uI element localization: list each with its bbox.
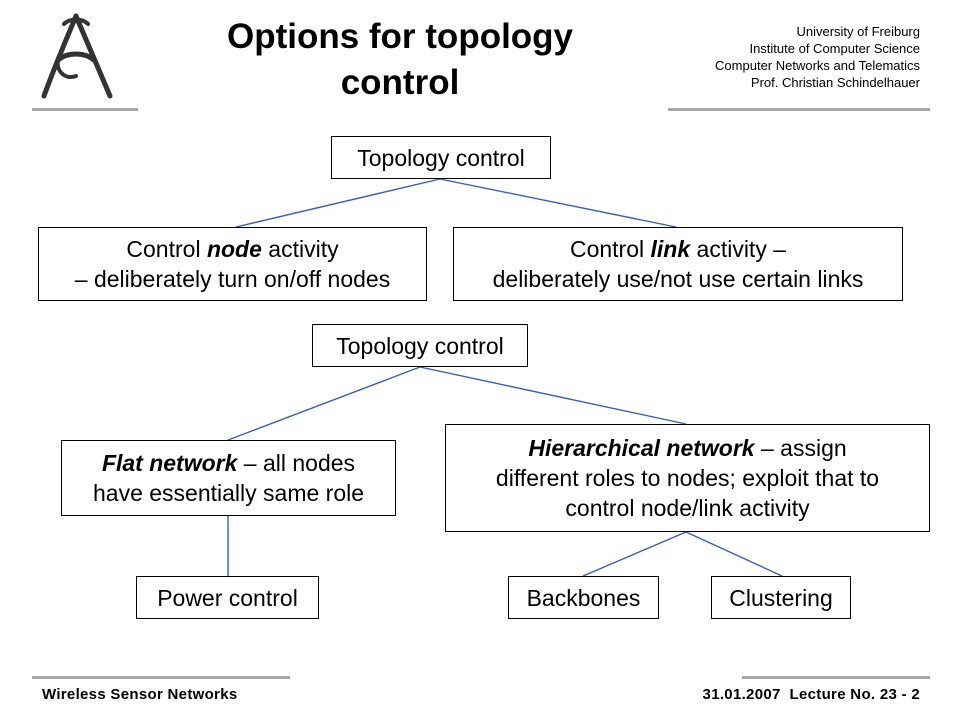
box-line-2: have essentially same role — [92, 480, 365, 506]
box-line-1: Flat network – all nodes — [101, 450, 356, 476]
institution-line: Computer Networks and Telematics — [715, 58, 920, 73]
footer-course: Wireless Sensor Networks — [42, 686, 238, 703]
box-label: Power control — [157, 584, 298, 611]
footer-rule-right — [742, 676, 930, 679]
institution-line: Institute of Computer Science — [749, 41, 920, 56]
topology-control-box-1: Topology control — [331, 136, 551, 179]
university-seal-icon — [41, 13, 113, 99]
control-node-activity-box: Control node activity – deliberately tur… — [38, 227, 427, 301]
edge-root1-node — [235, 178, 441, 228]
slide-title: Options for topology control — [190, 14, 610, 106]
box-label: Topology control — [357, 144, 525, 171]
box-line-1: Hierarchical network – assign — [528, 435, 847, 461]
header-rule-right — [668, 108, 930, 111]
footer-rule-left — [32, 676, 290, 679]
institution-line: Prof. Christian Schindelhauer — [750, 75, 920, 90]
topology-control-box-2: Topology control — [312, 324, 528, 367]
control-link-activity-box: Control link activity – deliberately use… — [453, 227, 903, 301]
header-rule-left — [32, 108, 138, 111]
box-line-2: deliberately use/not use certain links — [492, 266, 864, 292]
power-control-box: Power control — [136, 576, 319, 619]
hierarchical-network-box: Hierarchical network – assign different … — [445, 424, 930, 532]
title-line-1: Options for topology — [226, 17, 574, 56]
box-line-1: Control node activity — [126, 236, 339, 262]
box-line-2: – deliberately turn on/off nodes — [74, 266, 391, 292]
backbones-box: Backbones — [508, 576, 659, 619]
edge-hier-clustering — [685, 531, 783, 577]
clustering-box: Clustering — [711, 576, 851, 619]
edge-root2-flat — [227, 366, 421, 441]
title-line-2: control — [340, 63, 460, 102]
box-line-3: control node/link activity — [565, 495, 810, 521]
edge-root2-hier — [419, 366, 687, 425]
institution-line: University of Freiburg — [796, 24, 920, 39]
flat-network-box: Flat network – all nodes have essentiall… — [61, 440, 396, 516]
box-line-1: Control link activity – — [569, 236, 787, 262]
box-label: Clustering — [729, 584, 833, 611]
institution-block: University of Freiburg Institute of Comp… — [715, 23, 920, 91]
edge-root1-link — [439, 178, 677, 228]
box-label: Backbones — [526, 584, 641, 611]
edge-hier-backbones — [582, 531, 687, 577]
footer-lecture: 31.01.2007 Lecture No. 23 - 2 — [702, 686, 920, 703]
box-line-2: different roles to nodes; exploit that t… — [495, 465, 880, 491]
box-label: Topology control — [336, 332, 504, 359]
